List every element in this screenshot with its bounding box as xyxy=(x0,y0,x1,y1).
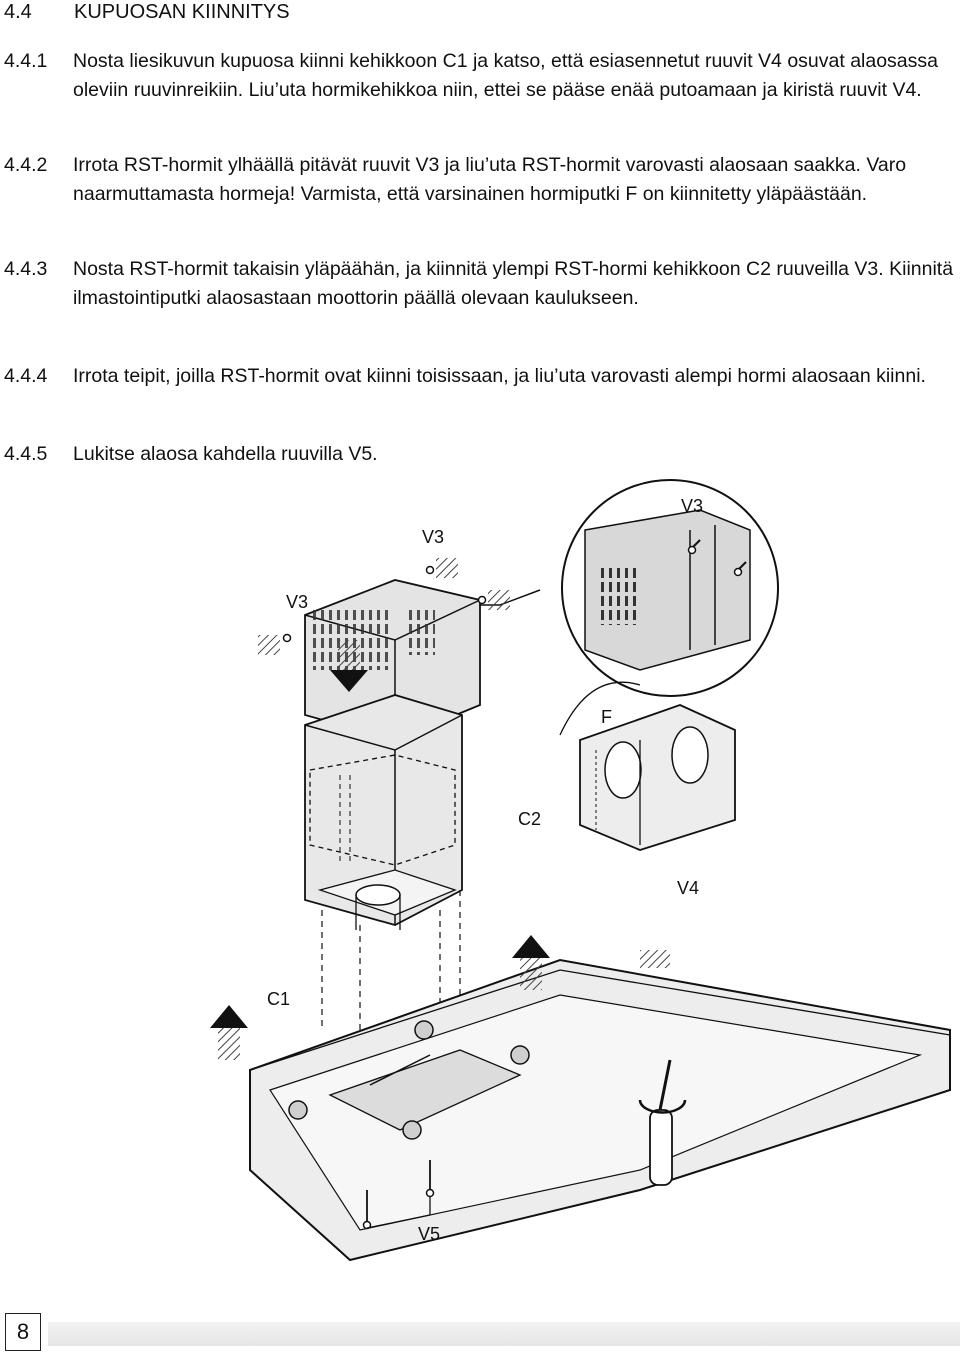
step-4-4-2: 4.4.2 Irrota RST-hormit ylhäällä pitävät… xyxy=(4,151,954,209)
step-number: 4.4.5 xyxy=(4,443,48,465)
step-text: Lukitse alaosa kahdella ruuvilla V5. xyxy=(73,443,378,465)
section-number: 4.4 xyxy=(4,1,32,23)
step-text: Nosta liesikuvun kupuosa kiinni kehikkoo… xyxy=(73,50,938,101)
screw-icon xyxy=(258,558,510,655)
section-title: KUPUOSAN KIINNITYS xyxy=(74,1,290,23)
screwdriver-icon xyxy=(638,1059,687,1186)
page-number: 8 xyxy=(5,1313,41,1351)
step-number: 4.4.2 xyxy=(4,154,48,176)
assembly-diagram: V3 V3 V3 F C2 V4 C1 V5 xyxy=(0,470,960,1310)
page-footer: 8 xyxy=(0,1300,960,1353)
label-c2: C2 xyxy=(518,809,541,829)
label-v3-left: V3 xyxy=(286,592,308,612)
detail-circle-c2 xyxy=(455,479,779,697)
step-4-4-1: 4.4.1 Nosta liesikuvun kupuosa kiinni ke… xyxy=(4,47,954,105)
label-v4: V4 xyxy=(677,878,699,898)
step-text: Irrota RST-hormit ylhäällä pitävät ruuvi… xyxy=(73,154,907,205)
footer-bar xyxy=(48,1322,960,1346)
step-number: 4.4.1 xyxy=(4,50,48,72)
label-f: F xyxy=(601,707,612,727)
arrow-up-icon xyxy=(210,935,550,1060)
step-text: Nosta RST-hormit takaisin yläpäähän, ja … xyxy=(73,258,954,309)
label-v3-top-mid: V3 xyxy=(422,527,444,547)
hood-canopy xyxy=(249,950,951,1262)
step-4-4-4: 4.4.4 Irrota teipit, joilla RST-hormit o… xyxy=(4,362,954,391)
screw-icon xyxy=(362,1160,435,1230)
screw-icon xyxy=(687,539,747,577)
lower-chimney xyxy=(304,694,463,930)
step-number: 4.4.3 xyxy=(4,258,48,280)
detail-circle-bracket xyxy=(559,681,736,851)
assembly-illustration: V3 V3 V3 F C2 V4 C1 V5 xyxy=(210,479,951,1262)
label-v5: V5 xyxy=(418,1224,440,1244)
label-v3-top-right: V3 xyxy=(681,496,703,516)
step-4-4-3: 4.4.3 Nosta RST-hormit takaisin yläpäähä… xyxy=(4,255,954,313)
label-c1: C1 xyxy=(267,989,290,1009)
step-4-4-5: 4.4.5 Lukitse alaosa kahdella ruuvilla V… xyxy=(4,440,954,469)
step-number: 4.4.4 xyxy=(4,365,48,387)
arrow-down-icon xyxy=(330,640,368,692)
step-text: Irrota teipit, joilla RST-hormit ovat ki… xyxy=(73,365,926,387)
